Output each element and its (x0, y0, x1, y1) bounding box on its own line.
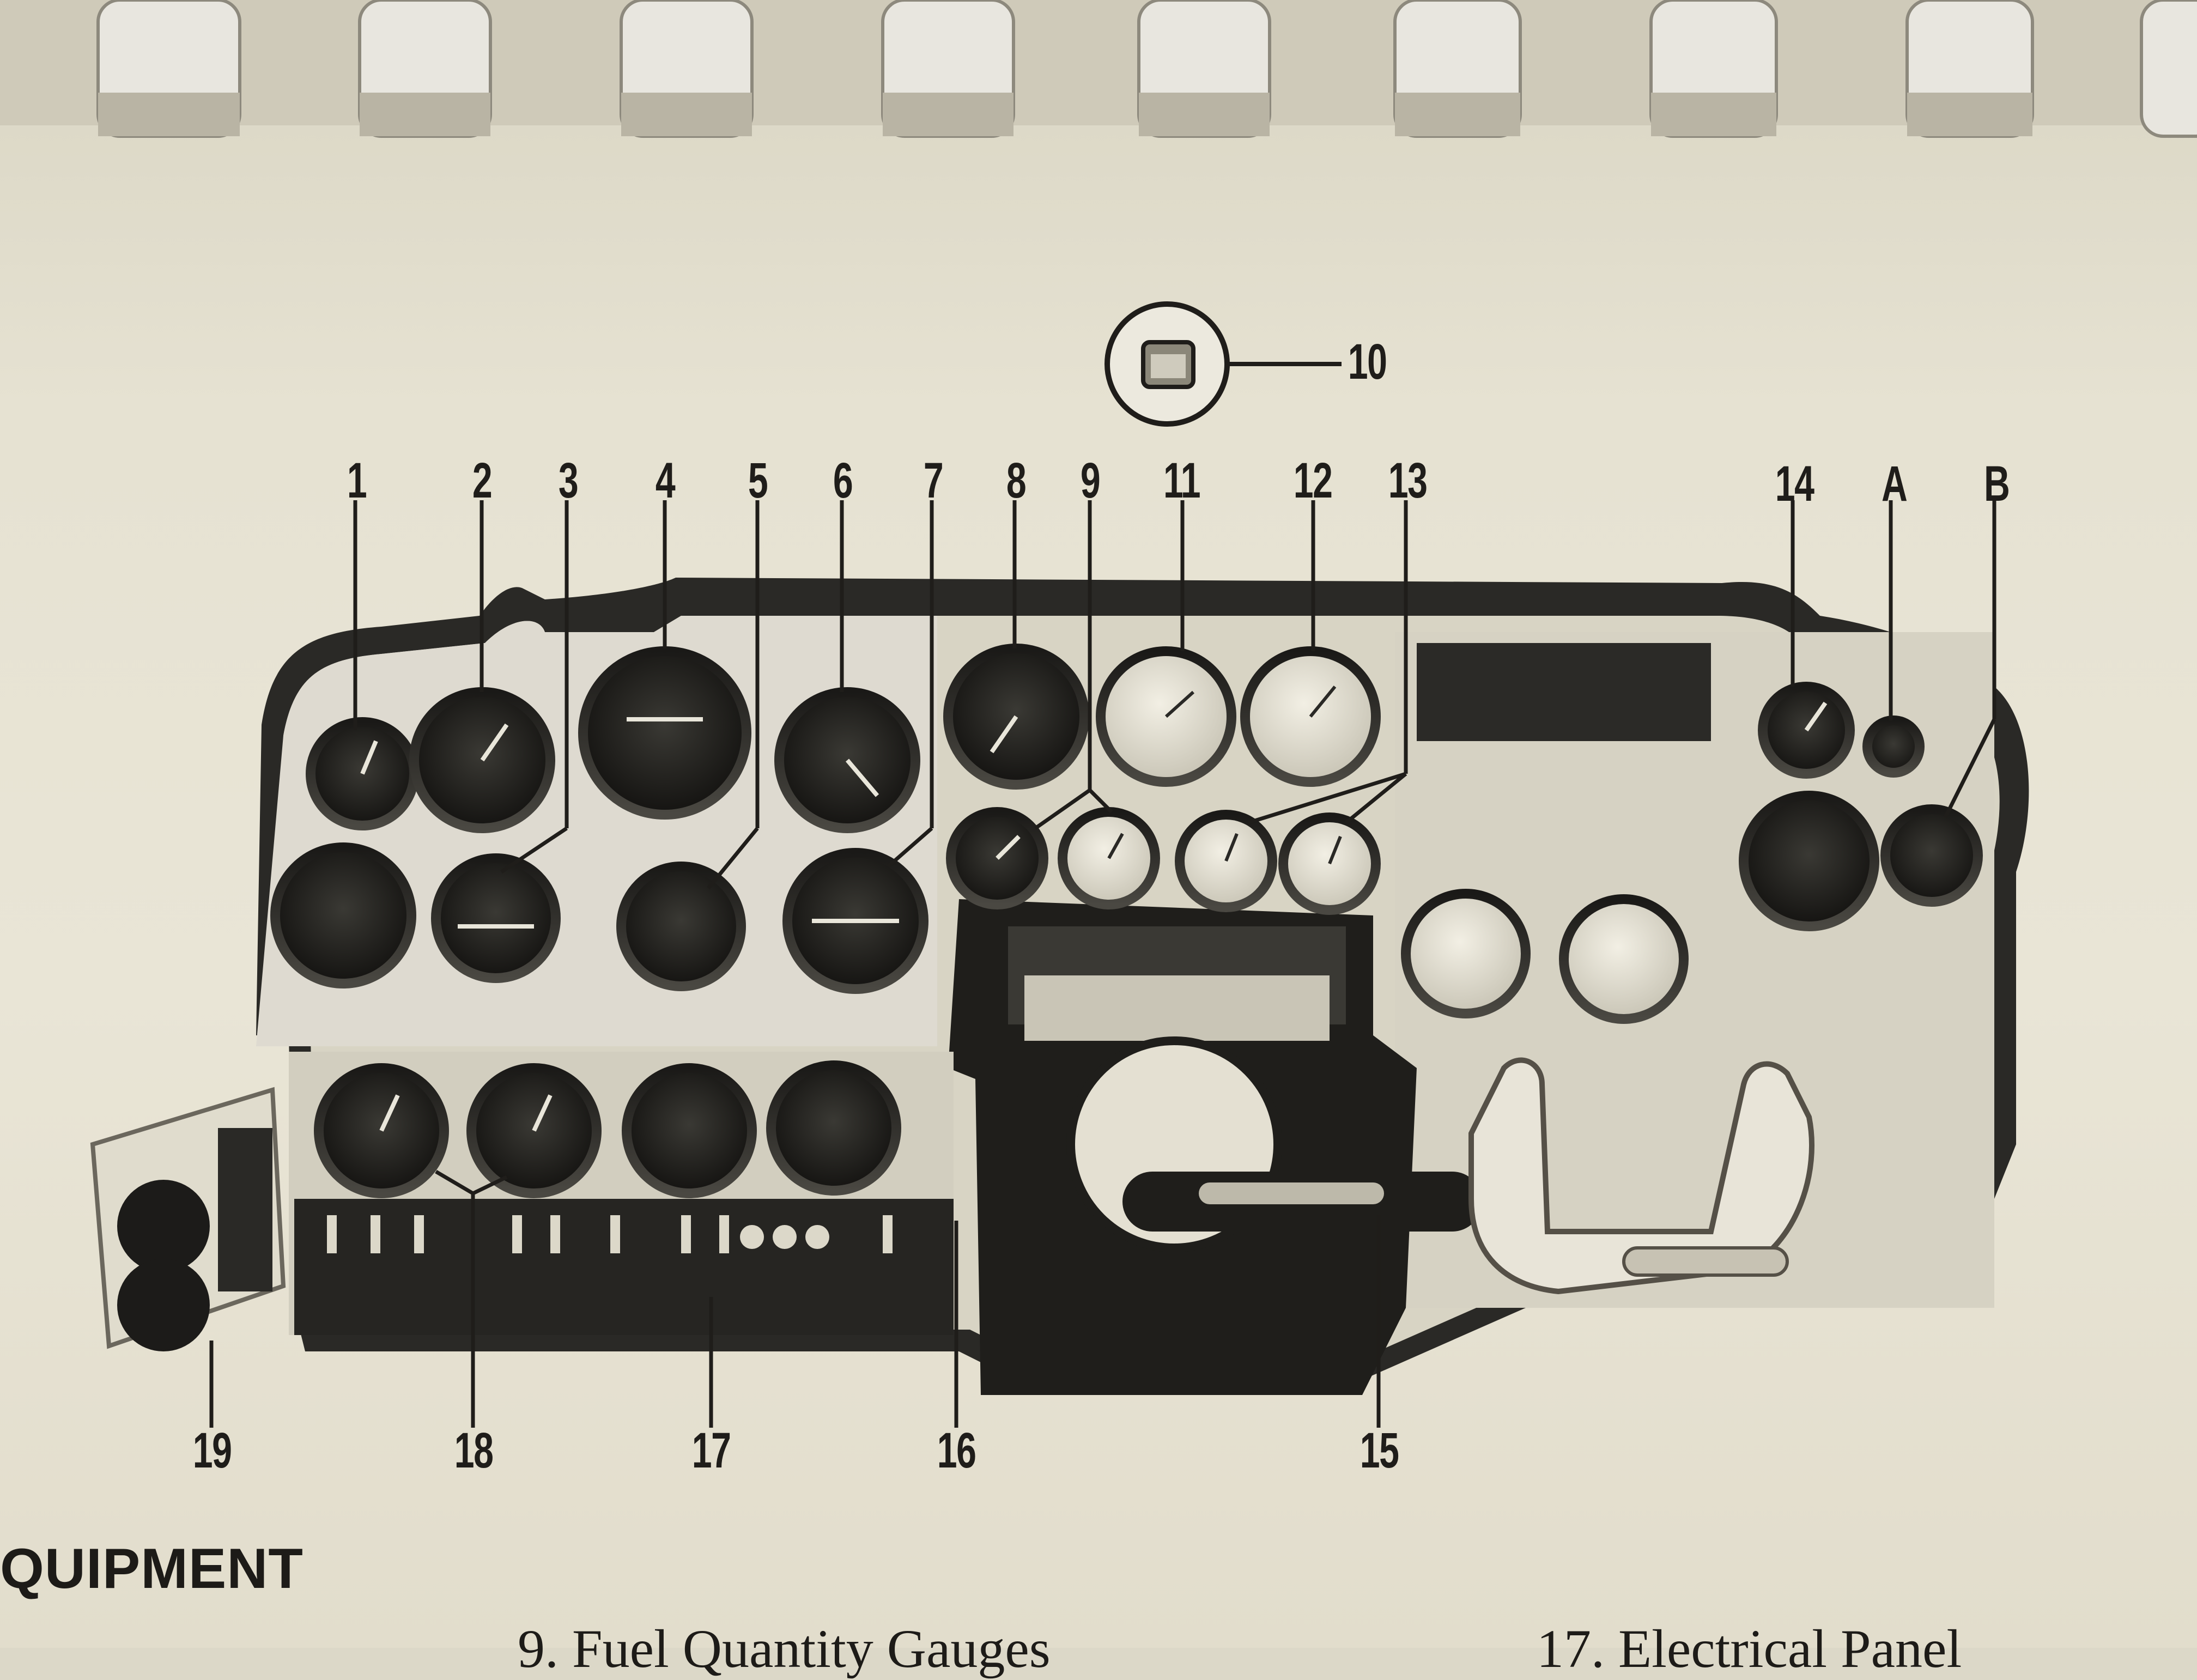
callout-B: B (1984, 456, 2010, 512)
callout-3: 3 (558, 453, 579, 508)
callout-4: 4 (655, 453, 676, 508)
callout-11: 11 (1163, 453, 1201, 508)
callout-9: 9 (1080, 453, 1101, 508)
callout-12: 12 (1293, 453, 1333, 508)
legend-item-9: 9. Fuel Quantity Gauges (518, 1618, 1051, 1679)
spiral-binding (0, 0, 2197, 138)
callout-1: 1 (347, 453, 367, 508)
clock-inset (1104, 301, 1342, 427)
electrical-panel-switches (327, 1215, 893, 1253)
legend-item-17: 17. Electrical Panel (1537, 1618, 1962, 1679)
callout-8: 8 (1006, 453, 1027, 508)
section-heading: QUIPMENT (0, 1537, 304, 1600)
callout-2: 2 (472, 453, 493, 508)
callout-5: 5 (748, 453, 768, 508)
leader-lines (209, 500, 1996, 1428)
callout-14: 14 (1775, 456, 1814, 512)
callout-16: 16 (937, 1423, 976, 1478)
callout-A: A (1882, 456, 1908, 512)
gauges (270, 644, 1983, 1198)
callout-10: 10 (1348, 334, 1387, 390)
callout-18: 18 (454, 1423, 494, 1478)
callout-15: 15 (1360, 1423, 1399, 1478)
callout-13: 13 (1388, 453, 1428, 508)
callout-19: 19 (192, 1423, 232, 1478)
callout-6: 6 (833, 453, 853, 508)
callout-17: 17 (691, 1423, 731, 1478)
callout-7: 7 (923, 453, 944, 508)
